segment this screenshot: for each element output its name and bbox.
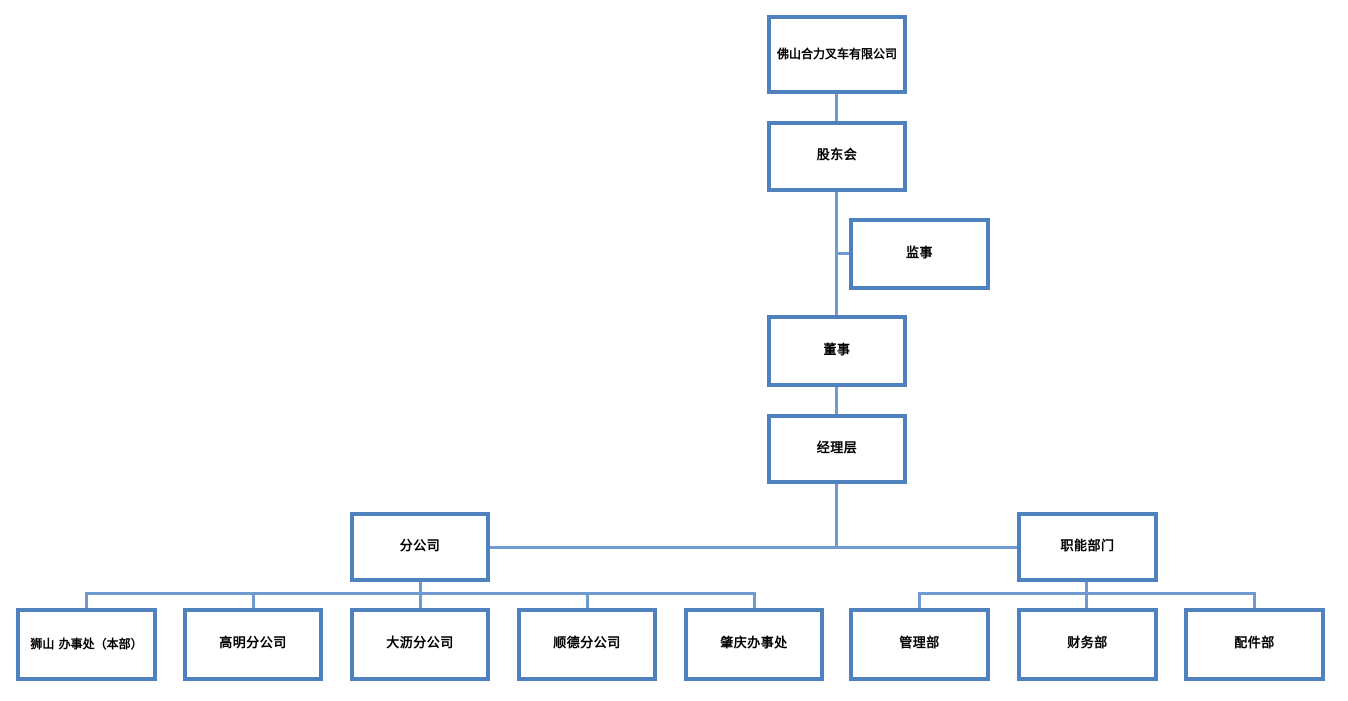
node-branches-label: 分公司 [399,538,441,554]
node-management-label: 经理层 [816,440,858,456]
connector-management-to-split [835,483,838,548]
connector-functions-stem [1085,581,1088,594]
node-root-label: 佛山合力叉车有限公司 [776,47,897,61]
connector-drop-branch-4 [586,592,589,609]
node-dept-1-label: 管理部 [899,636,940,652]
connector-branches-stem [419,581,422,594]
connector-director-to-management [835,386,838,415]
node-dept-3-label: 配件部 [1234,636,1275,652]
connector-drop-branch-1 [85,592,88,609]
node-branch-3[interactable]: 大沥分公司 [350,608,490,681]
connector-drop-branch-3 [419,592,422,609]
node-director-label: 董事 [823,342,851,358]
connector-drop-branch-2 [252,592,255,609]
connector-branches-functions-bar [488,546,1019,549]
node-shareholders-label: 股东会 [816,148,858,164]
node-dept-2-label: 财务部 [1067,636,1108,652]
node-branch-5-label: 肇庆办事处 [720,636,788,652]
node-branch-2-label: 高明分公司 [219,636,287,652]
node-supervisor[interactable]: 监事 [849,218,990,290]
node-functions[interactable]: 职能部门 [1017,512,1158,582]
node-branch-4-label: 顺德分公司 [553,636,621,652]
node-dept-1[interactable]: 管理部 [849,608,990,681]
connector-drop-dept-1 [918,592,921,609]
node-management[interactable]: 经理层 [767,414,907,484]
node-branch-4[interactable]: 顺德分公司 [517,608,657,681]
connector-trunk-to-supervisor [835,252,853,255]
node-dept-3[interactable]: 配件部 [1184,608,1325,681]
node-branch-3-label: 大沥分公司 [386,636,454,652]
node-shareholders[interactable]: 股东会 [767,121,907,192]
node-branch-1-label: 狮山 办事处（本部） [30,637,143,651]
connector-drop-dept-2 [1085,592,1088,609]
node-dept-2[interactable]: 财务部 [1017,608,1158,681]
node-root[interactable]: 佛山合力叉车有限公司 [767,15,907,94]
connector-drop-dept-3 [1253,592,1256,609]
node-branch-2[interactable]: 高明分公司 [183,608,323,681]
node-branch-1[interactable]: 狮山 办事处（本部） [16,608,157,681]
node-director[interactable]: 董事 [767,315,907,387]
node-supervisor-label: 监事 [905,245,933,261]
connector-root-to-shareholders [835,93,838,122]
connector-drop-branch-5 [753,592,756,609]
node-branch-5[interactable]: 肇庆办事处 [684,608,824,681]
node-branches[interactable]: 分公司 [350,512,490,582]
node-functions-label: 职能部门 [1060,538,1115,554]
